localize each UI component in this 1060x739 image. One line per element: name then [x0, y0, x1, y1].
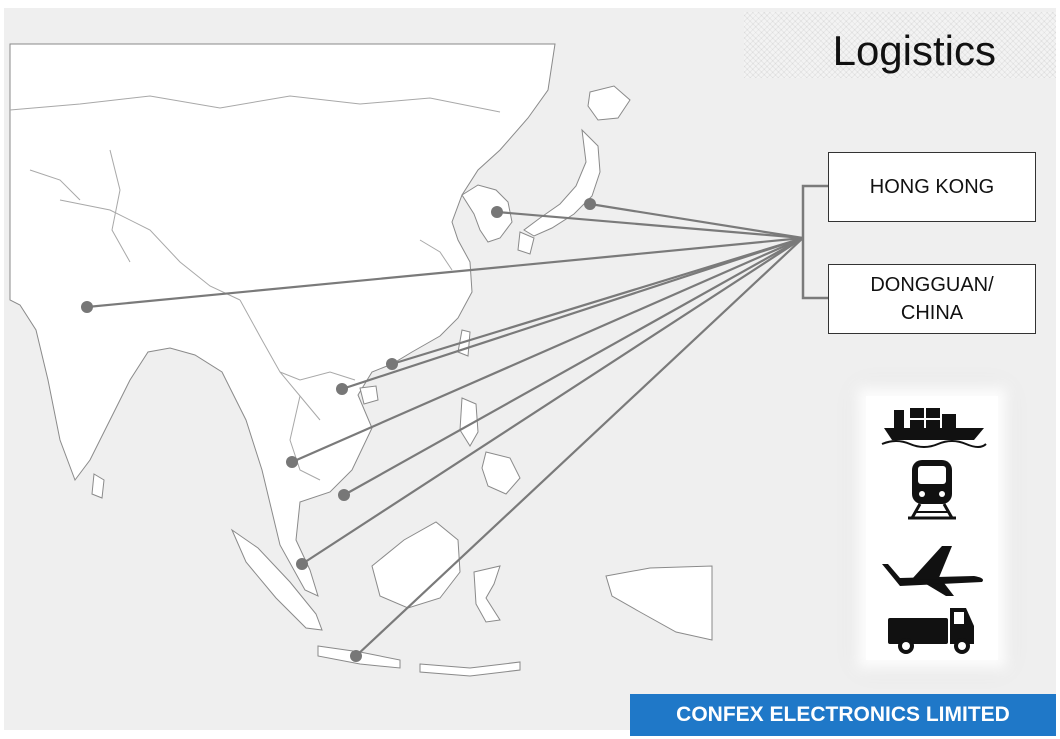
- company-name: CONFEX ELECTRONICS LIMITED: [676, 703, 1010, 726]
- marker-malaysia: [296, 558, 308, 570]
- cargo-ship-icon: [881, 408, 987, 448]
- sumatra: [230, 528, 323, 631]
- marker-indonesia: [350, 650, 362, 662]
- marker-japan: [584, 198, 596, 210]
- borneo: [371, 521, 461, 609]
- train-icon: [908, 460, 956, 520]
- new-guinea: [605, 565, 713, 641]
- japan-kyushu: [517, 231, 535, 255]
- route-northern-vietnam: [391, 236, 804, 366]
- airplane-icon: [882, 546, 983, 596]
- hub-dongguan-label-line1: DONGGUAN/: [870, 274, 994, 296]
- route-japan: [589, 202, 804, 240]
- hub-hong-kong-label: HONG KONG: [869, 176, 995, 198]
- route-korea: [496, 210, 804, 240]
- transport-icons-card: [866, 396, 998, 660]
- hub-dongguan-label-line2: CHINA: [900, 302, 964, 324]
- truck-icon: [888, 608, 974, 654]
- hainan: [359, 385, 379, 405]
- hub-hong-kong: HONG KONG: [828, 152, 1036, 222]
- marker-cambodia: [338, 489, 350, 501]
- route-lines: [86, 202, 804, 657]
- marker-central-vietnam: [336, 383, 348, 395]
- japan-honshu: [523, 128, 601, 237]
- marker-india: [81, 301, 93, 313]
- sulawesi: [473, 565, 501, 623]
- philippines-mindanao: [481, 451, 521, 495]
- hub-bracket: [801, 184, 828, 300]
- marker-northern-vietnam: [386, 358, 398, 370]
- transport-icons: [881, 408, 987, 654]
- philippines-luzon: [459, 397, 479, 447]
- asia-mainland: [9, 43, 556, 597]
- route-thailand: [291, 236, 804, 464]
- route-central-vietnam: [341, 236, 804, 391]
- route-cambodia: [343, 237, 804, 496]
- land-masses: [9, 43, 713, 677]
- page-title: Logistics: [832, 27, 996, 74]
- sri-lanka: [91, 473, 105, 499]
- title-banner: Logistics: [744, 12, 1056, 78]
- marker-korea: [491, 206, 503, 218]
- route-india: [86, 236, 804, 309]
- hub-dongguan-china: DONGGUAN/ CHINA: [828, 264, 1036, 334]
- korea-peninsula: [461, 184, 513, 243]
- country-borders: [9, 95, 501, 481]
- company-footer-banner: CONFEX ELECTRONICS LIMITED: [630, 694, 1056, 736]
- timor-islands: [419, 661, 521, 677]
- japan-hokkaido: [587, 85, 631, 121]
- route-indonesia: [355, 237, 804, 657]
- route-malaysia: [301, 237, 804, 565]
- origin-markers: [81, 198, 596, 662]
- marker-thailand: [286, 456, 298, 468]
